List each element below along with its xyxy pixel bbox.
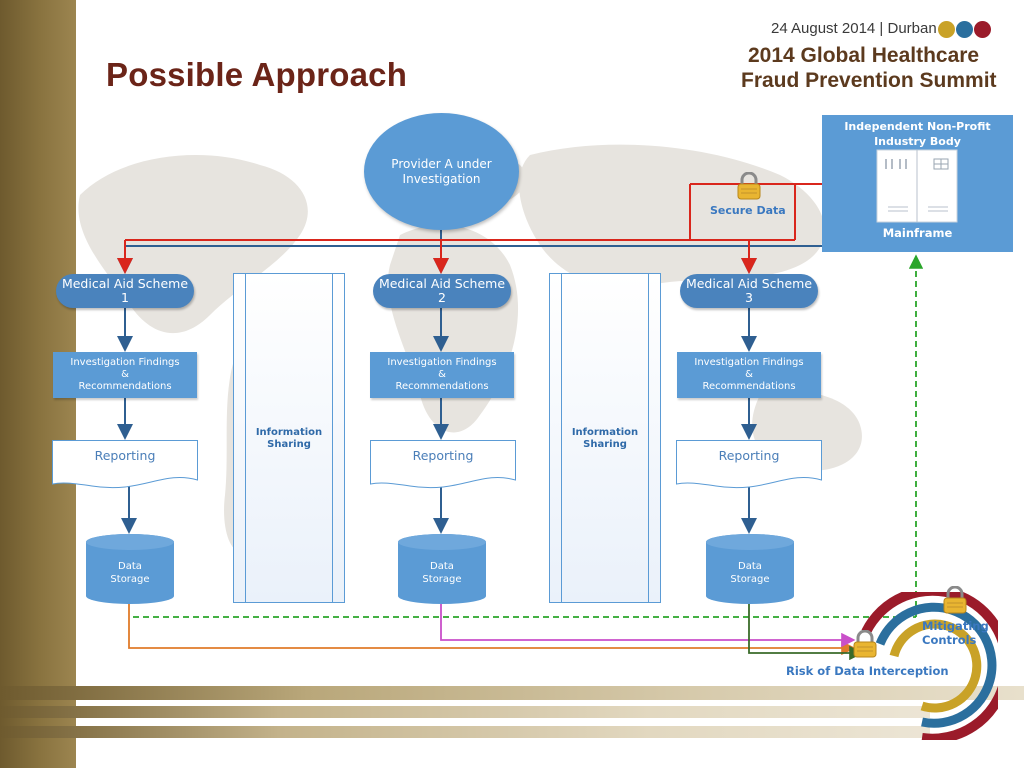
reporting-node-3: Reporting: [676, 440, 822, 489]
scheme-number: 3: [745, 290, 753, 305]
reporting-label: Reporting: [412, 448, 474, 463]
panel-divider: [648, 274, 649, 602]
industry-body-label: Independent Non-Profit Industry Body: [822, 119, 1013, 149]
storage-line2: Storage: [110, 574, 150, 585]
findings-line1: Investigation Findings: [70, 357, 180, 368]
findings-line1: Investigation Findings: [694, 357, 804, 368]
document-shape: [370, 440, 516, 489]
info-line1: Information: [571, 427, 639, 438]
scheme-node-3: Medical Aid Scheme 3: [680, 274, 818, 308]
storage-line1: Data: [430, 561, 454, 572]
document-shape: [52, 440, 198, 489]
bottom-band-3: [0, 726, 930, 738]
industry-body-node: Independent Non-Profit Industry Body Mai…: [822, 115, 1013, 252]
cylinder-shape: [398, 534, 486, 604]
brand-dot-gold: [938, 21, 955, 38]
industry-body-line2: Industry Body: [874, 135, 961, 148]
slide-title: Possible Approach: [106, 56, 408, 93]
provider-label: Provider A under Investigation: [391, 156, 492, 186]
event-date-location: 24 August 2014 | Durban: [771, 20, 937, 37]
padlock-icon: [737, 172, 761, 200]
secure-data-label: Secure Data: [710, 204, 786, 217]
padlock-icon: [943, 586, 967, 614]
mainframe-label: Mainframe: [882, 226, 953, 240]
findings-line3: Recommendations: [395, 381, 489, 392]
info-line2: Sharing: [267, 439, 311, 450]
cylinder-shape: [86, 534, 174, 604]
panel-divider: [332, 274, 333, 602]
findings-line1: Investigation Findings: [387, 357, 497, 368]
scheme-node-2: Medical Aid Scheme 2: [373, 274, 511, 308]
bottom-band-1: [0, 686, 1024, 700]
scheme-label: Medical Aid Scheme: [61, 276, 189, 291]
brand-dot-red: [974, 21, 991, 38]
info-line2: Sharing: [583, 439, 627, 450]
scheme-label: Medical Aid Scheme: [378, 276, 506, 291]
scheme-number: 2: [438, 290, 446, 305]
panel-divider: [561, 274, 562, 602]
mitigating-controls-label: Mitigating Controls: [922, 619, 989, 647]
findings-node-1: Investigation Findings & Recommendations: [53, 352, 197, 398]
provider-node: Provider A under Investigation: [364, 113, 519, 230]
storage-line1: Data: [738, 561, 762, 572]
panel-divider: [245, 274, 246, 602]
findings-node-3: Investigation Findings & Recommendations: [677, 352, 821, 398]
padlock-icon: [853, 630, 877, 658]
reporting-label: Reporting: [94, 448, 156, 463]
document-shape: [676, 440, 822, 489]
risk-rings-graphic: [861, 592, 998, 740]
storage-line2: Storage: [730, 574, 770, 585]
industry-body-line1: Independent Non-Profit: [844, 120, 991, 133]
findings-node-2: Investigation Findings & Recommendations: [370, 352, 514, 398]
bottom-band-2: [0, 706, 930, 718]
info-line1: Information: [255, 427, 323, 438]
findings-line2: &: [438, 369, 446, 380]
cylinder-shape: [706, 534, 794, 604]
findings-line3: Recommendations: [78, 381, 172, 392]
summit-name-line1: 2014 Global Healthcare: [748, 44, 980, 67]
reporting-node-1: Reporting: [52, 440, 198, 489]
findings-line2: &: [121, 369, 129, 380]
summit-name-line2: Fraud Prevention Summit: [741, 69, 997, 92]
scheme-node-1: Medical Aid Scheme 1: [56, 274, 194, 308]
server-rack-icon: [876, 149, 958, 223]
brand-dot-teal: [956, 21, 973, 38]
storage-line1: Data: [118, 561, 142, 572]
findings-line3: Recommendations: [702, 381, 796, 392]
findings-line2: &: [745, 369, 753, 380]
scheme-label: Medical Aid Scheme: [685, 276, 813, 291]
risk-of-interception-label: Risk of Data Interception: [786, 664, 949, 678]
storage-line2: Storage: [422, 574, 462, 585]
reporting-node-2: Reporting: [370, 440, 516, 489]
reporting-label: Reporting: [718, 448, 780, 463]
scheme-number: 1: [121, 290, 129, 305]
